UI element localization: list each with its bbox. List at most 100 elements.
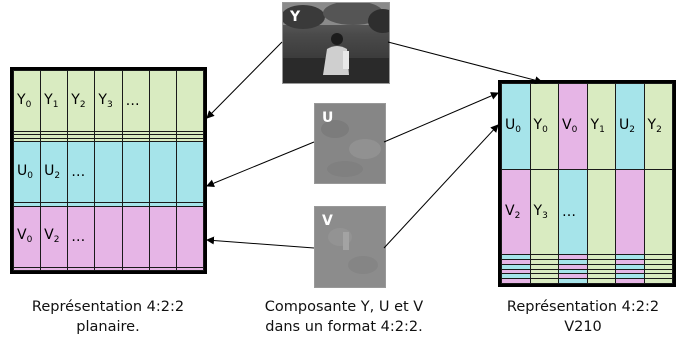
- planar-row: [12, 137, 205, 143]
- cell-component: Y: [533, 116, 543, 133]
- cell-index: 0: [542, 124, 548, 135]
- arrow-u-to-planar: [206, 141, 315, 188]
- planar-cell: …: [67, 205, 96, 268]
- cell-component: U: [17, 162, 28, 179]
- y-image-label: Y: [290, 9, 301, 25]
- cell-index: 2: [514, 210, 521, 221]
- cell-index: 0: [26, 235, 33, 246]
- v-image-texture: [315, 207, 385, 287]
- caption-components-line2: dans un format 4:2:2.: [265, 318, 423, 335]
- v210-row: [501, 263, 673, 270]
- cell-component: …: [125, 93, 140, 109]
- u-image-label: U: [322, 110, 334, 126]
- planar-cell: [148, 205, 177, 268]
- caption-planar: Représentation 4:2:2 planaire.: [0, 298, 216, 337]
- v-image-label: V: [322, 213, 333, 229]
- cell-index: 2: [629, 124, 635, 135]
- y-component-image: Y: [282, 2, 390, 84]
- planar-cell: Y2: [67, 69, 96, 133]
- planar-cell: [175, 202, 205, 207]
- caption-planar-line2: planaire.: [76, 318, 140, 335]
- v210-cell: Y2: [643, 83, 673, 170]
- arrow-v-to-v210: [383, 124, 499, 249]
- cell-component: Y: [533, 202, 543, 219]
- v210-row: [501, 278, 673, 284]
- arrow-y-to-v210: [387, 41, 543, 85]
- planar-cell: [121, 141, 150, 204]
- caption-components: Composante Y, U et V dans un format 4:2:…: [232, 298, 456, 337]
- planar-row: [12, 202, 205, 207]
- cell-component: V: [505, 202, 515, 219]
- cell-component: U: [505, 116, 516, 133]
- planar-row: [12, 266, 205, 272]
- planar-cell: U0: [12, 141, 42, 204]
- v210-cell: Y0: [529, 83, 559, 170]
- v210-cell: U0: [501, 83, 531, 170]
- u-image-texture: [315, 104, 385, 183]
- u-component-image: U: [314, 103, 386, 184]
- v210-cell: [615, 168, 645, 256]
- v210-cell: [643, 168, 673, 256]
- planar-cell: [12, 202, 42, 207]
- planar-cell: [175, 266, 205, 272]
- cell-component: …: [71, 164, 86, 181]
- arrow-v-to-planar: [206, 236, 315, 249]
- planar-cell: …: [67, 141, 96, 204]
- planar-cell: [94, 141, 123, 204]
- caption-planar-line1: Représentation 4:2:2: [31, 299, 185, 315]
- planar-cell: V2: [40, 205, 69, 268]
- cell-index: 2: [656, 124, 662, 135]
- cell-index: 1: [52, 99, 59, 110]
- planar-cell: V0: [12, 205, 42, 268]
- planar-cell: [121, 202, 150, 207]
- cell-component: Y: [71, 91, 80, 108]
- planar-cell: [175, 69, 205, 133]
- cell-index: 3: [106, 99, 113, 110]
- cell-index: 0: [515, 124, 521, 135]
- cell-component: …: [71, 228, 86, 245]
- planar-cell: [175, 137, 205, 143]
- cell-component: Y: [17, 91, 26, 108]
- cell-index: 1: [599, 124, 605, 135]
- cell-component: …: [562, 204, 576, 221]
- planar-cell: [175, 141, 205, 204]
- caption-v210-line2: V210: [564, 318, 602, 335]
- cell-component: V: [44, 227, 54, 244]
- v210-cell: [586, 168, 616, 256]
- caption-v210: Représentation 4:2:2 V210: [478, 298, 688, 337]
- arrow-u-to-v210: [383, 92, 499, 143]
- cell-index: 3: [542, 210, 548, 221]
- v210-cell: V0: [558, 83, 588, 170]
- planar-cell: [121, 205, 150, 268]
- cell-component: Y: [98, 91, 107, 108]
- cell-index: 0: [25, 99, 32, 110]
- v210-cell: [643, 278, 673, 284]
- v210-row: [501, 268, 673, 275]
- v210-cell: Y3: [529, 168, 559, 256]
- cell-component: V: [562, 116, 572, 133]
- planar-cell: [121, 266, 150, 272]
- planar-cell: [148, 69, 177, 133]
- cell-index: 0: [571, 124, 578, 135]
- cell-index: 2: [79, 99, 86, 110]
- planar-cell: [12, 137, 42, 143]
- cell-index: 0: [27, 170, 33, 181]
- caption-v210-line1: Représentation 4:2:2: [506, 299, 660, 315]
- cell-component: Y: [44, 91, 53, 108]
- cell-index: 2: [54, 170, 61, 181]
- planar-cell: [121, 137, 150, 143]
- v210-cell: Y1: [586, 83, 616, 170]
- v210-row: [501, 254, 673, 261]
- planar-cell: …: [121, 69, 150, 133]
- cell-component: U: [619, 116, 630, 133]
- caption-components-line1: Composante Y, U et V: [264, 299, 424, 315]
